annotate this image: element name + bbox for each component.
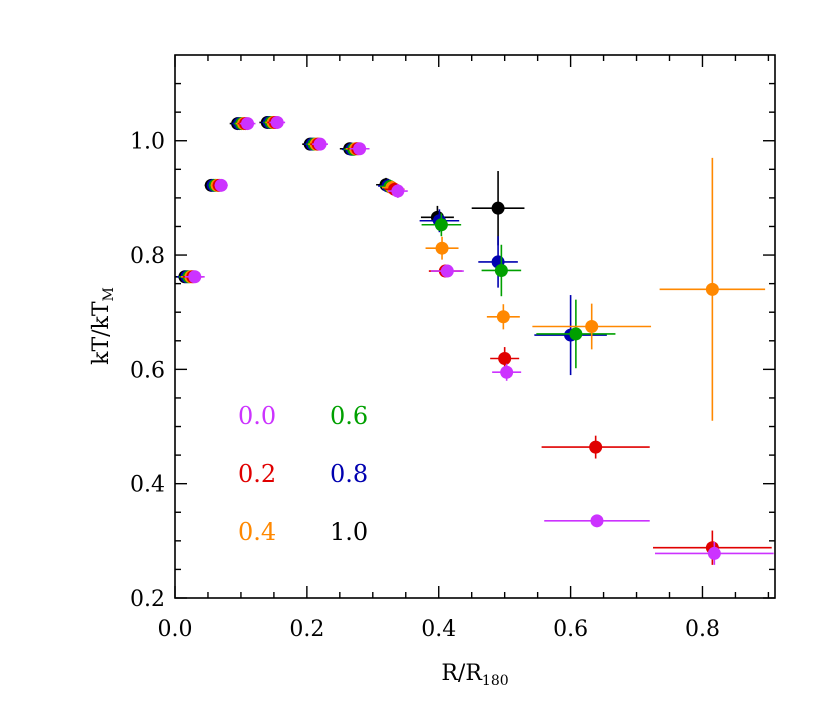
x-tick-label: 0.6 [553,617,588,642]
chart-marks [175,115,774,565]
y-axis-label-subscript: M [101,287,117,301]
data-point [435,241,449,255]
x-tick-label: 0.2 [289,617,324,642]
x-tick-label: 0.0 [158,617,193,642]
legend-label: 0.4 [238,518,276,546]
series-0.6 [178,115,616,369]
plot-frame [174,54,776,599]
legend: 0.0 0.6 0.2 0.8 0.4 1.0 [238,402,368,546]
data-point [440,264,454,278]
series-1.0 [175,115,525,284]
data-point [353,142,367,156]
series-0.8 [176,115,607,376]
y-tick-label: 0.2 [130,587,165,612]
data-point [188,270,202,284]
legend-label: 1.0 [330,518,368,546]
data-point [498,352,512,366]
x-tick-label: 0.4 [421,617,456,642]
data-point [313,137,327,151]
legend-label: 0.0 [238,402,276,430]
data-point [214,178,228,192]
chart-axes: 0.0 0.2 0.4 0.6 0.8 0.2 0.4 0.6 0.8 1.0 [130,55,775,642]
y-tick-label: 0.6 [130,358,165,383]
data-point [241,117,255,131]
data-point [491,201,505,215]
y-tick-label: 1.0 [130,130,165,155]
y-tick-label: 0.4 [130,473,165,498]
series-0.0 [184,115,774,565]
data-point [496,310,510,324]
x-tick-label: 0.8 [685,617,720,642]
data-point [270,115,284,129]
data-point [494,263,508,277]
data-point [391,184,405,198]
x-axis-label: R/R180 [441,661,508,689]
data-point [590,514,604,528]
data-point [569,327,583,341]
legend-label: 0.6 [330,402,368,430]
x-axis-label-subscript: 180 [482,673,509,689]
y-axis-label: kT/kTM [89,287,117,365]
data-point [500,365,514,379]
legend-label: 0.8 [330,460,368,488]
data-point [585,320,599,333]
series-0.2 [182,115,772,565]
legend-label: 0.2 [238,460,276,488]
data-point [434,218,448,232]
y-tick-label: 0.8 [130,244,165,269]
data-point [707,546,721,560]
data-point [705,282,719,296]
data-point [589,440,603,454]
series-0.4 [180,115,766,421]
